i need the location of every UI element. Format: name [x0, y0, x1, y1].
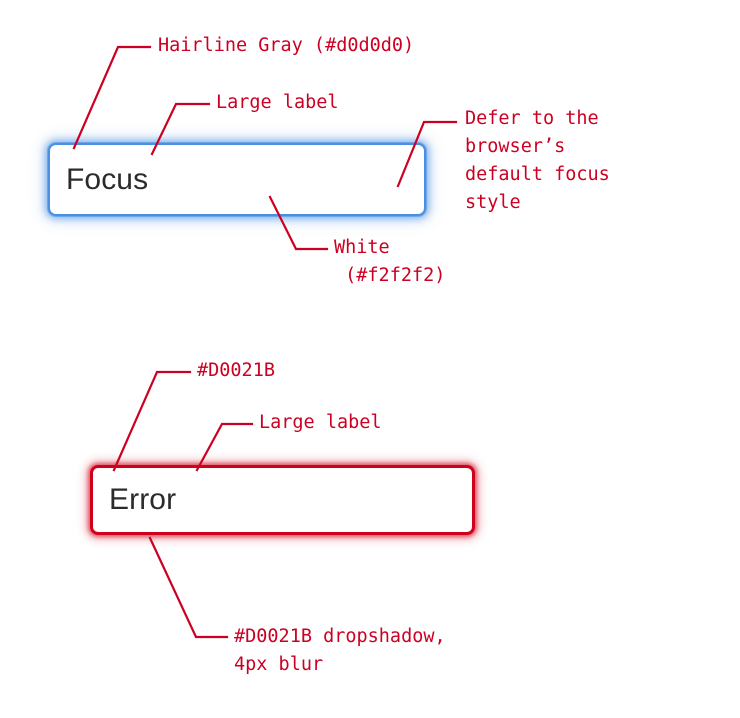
focus-field-label: Focus — [66, 162, 149, 196]
annotation-dropshadow-line-2: 4px blur — [234, 654, 324, 675]
leader-hairline-gray — [72, 45, 152, 150]
annotation-error-color: #D0021B — [197, 360, 275, 381]
annotation-hairline-gray: Hairline Gray (#d0d0d0) — [158, 35, 415, 56]
leader-error-color — [112, 370, 192, 472]
annotation-default-focus-style-line-4: style — [465, 192, 521, 213]
annotation-white-fill-line-1: White — [334, 237, 390, 258]
annotation-dropshadow-line-1: #D0021B dropshadow, — [234, 626, 446, 647]
leader-large-label-error — [195, 422, 254, 472]
focus-field[interactable]: Focus — [48, 143, 426, 216]
annotation-default-focus-style-line-2: browser’s — [465, 136, 566, 157]
annotation-default-focus-style-line-1: Defer to the — [465, 108, 599, 129]
annotation-large-label-error: Large label — [259, 412, 382, 433]
annotation-white-fill-line-2: (#f2f2f2) — [334, 265, 446, 286]
annotation-default-focus-style-line-3: default focus — [465, 164, 610, 185]
error-field-label: Error — [109, 483, 177, 516]
annotation-large-label-focus: Large label — [216, 92, 339, 113]
leader-dropshadow — [148, 536, 229, 639]
error-field[interactable]: Error — [90, 465, 475, 535]
